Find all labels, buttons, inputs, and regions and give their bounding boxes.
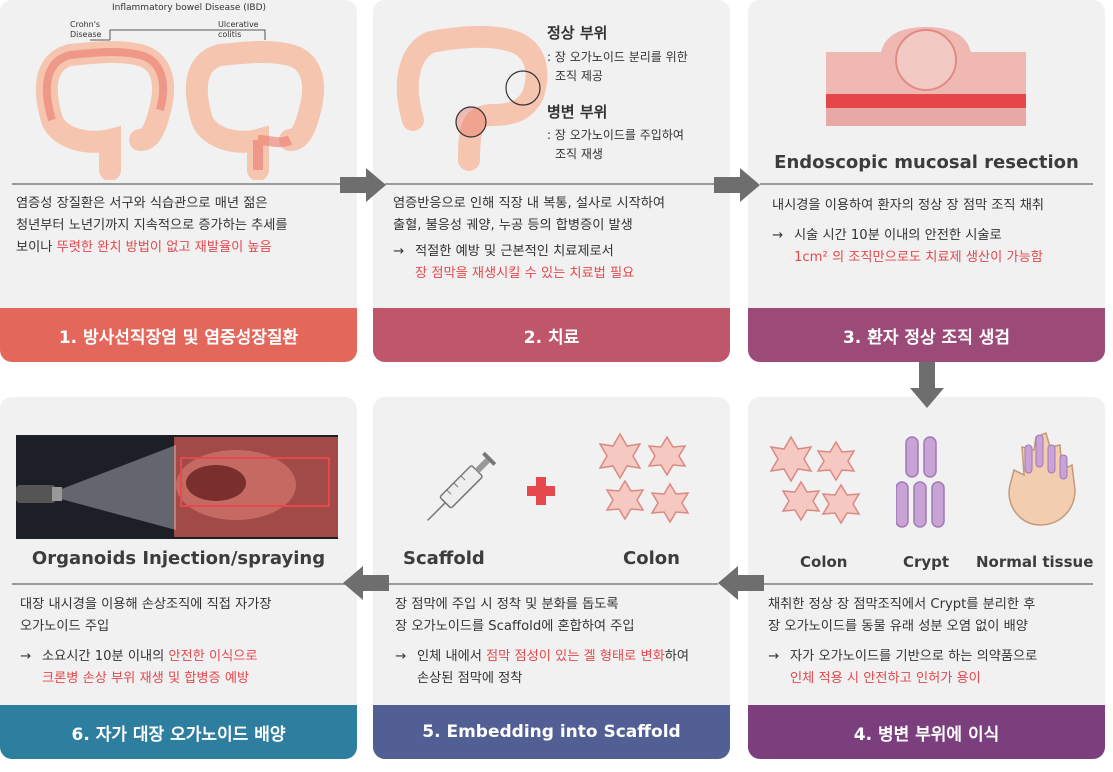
panel-step-5: Scaffold Colon 장 점막에 주입 시 정착 및 분화를 돕도록 장… [373, 397, 730, 759]
panel-step-2: 정상 부위 : 장 오가노이드 분리를 위한 조직 제공 병변 부위 : 장 오… [373, 0, 730, 362]
label-colon: Colon [623, 548, 680, 569]
description: 대장 내시경을 이용해 손상조직에 직접 자가장 오가노이드 주입 → 소요시간… [20, 594, 350, 690]
desc-line: 보이나 뚜렷한 완치 방법이 없고 재발율이 높음 [16, 240, 272, 255]
crohns-label: Crohn's Disease [70, 20, 102, 39]
divider [12, 583, 345, 585]
description: 채취한 정상 장 점막조직에서 Crypt를 분리한 후 장 오가노이드를 동물… [768, 594, 1098, 690]
arrow-down-icon [910, 362, 944, 408]
arrow-icon: → [20, 649, 32, 664]
step-footer: 1. 방사선직장염 및 염증성장질환 [0, 308, 357, 362]
arrow-icon: → [768, 649, 780, 664]
arrow-note: → 소요시간 10분 이내의 안전한 이식으로 크론병 손상 부위 재생 및 합… [20, 646, 350, 690]
arrow-right-icon [714, 168, 760, 202]
divider [760, 183, 1093, 185]
description: 염증성 장질환은 서구와 식습관으로 매년 젊은 청년부터 노년기까지 지속적으… [16, 193, 346, 259]
label-normal-tissue: Normal tissue [976, 553, 1094, 571]
divider [12, 183, 345, 185]
divider [385, 183, 718, 185]
description: 내시경을 이용하여 환자의 정상 장 점막 조직 채취 → 시술 시간 10분 … [772, 195, 1102, 269]
step-caption: Organoids Injection/spraying [31, 548, 326, 569]
desc-line: 청년부터 노년기까지 지속적으로 증가하는 추세를 [16, 218, 288, 233]
organoid-cluster-icon [769, 435, 861, 525]
endoscope-spray-image [16, 435, 338, 539]
colon-highlight-illustration [396, 25, 548, 171]
organoid-cluster-icon [598, 432, 690, 524]
panel-step-1: Inflammatory bowel Disease (IBD) Crohn's… [0, 0, 357, 362]
colon-illustration [35, 29, 325, 180]
normal-tissue-icon [1008, 431, 1076, 526]
arrow-icon: → [395, 649, 407, 664]
uc-label: Ulcerative colitis [218, 20, 259, 39]
arrow-icon: → [393, 244, 405, 259]
step-footer: 6. 자가 대장 오가노이드 배양 [0, 705, 357, 759]
mucosa-illustration [826, 27, 1026, 126]
syringe-icon [427, 451, 497, 521]
normal-title: 정상 부위 [547, 24, 608, 42]
arrow-note: → 인체 내에서 점막 점성이 있는 겔 형태로 변화하여 손상된 점막에 정착 [395, 646, 725, 690]
desc-line: 염증성 장질환은 서구와 식습관으로 매년 젊은 [16, 196, 268, 211]
normal-desc: : 장 오가노이드 분리를 위한 조직 제공 [547, 50, 688, 83]
label-colon: Colon [800, 553, 848, 571]
arrow-left-icon [343, 566, 389, 600]
label-scaffold: Scaffold [403, 548, 485, 569]
step-footer: 2. 치료 [373, 308, 730, 362]
arrow-icon: → [772, 228, 784, 243]
panel-step-4: Colon Crypt Normal tissue 채취한 정상 장 점막조직에… [748, 397, 1105, 759]
arrow-left-icon [718, 566, 764, 600]
panel-step-6: Organoids Injection/spraying 대장 내시경을 이용해… [0, 397, 357, 759]
ibd-title: Inflammatory bowel Disease (IBD) [112, 3, 267, 13]
arrow-note: → 자가 오가노이드를 기반으로 하는 의약품으로 인체 적용 시 안전하고 인… [768, 646, 1098, 690]
plus-icon [527, 477, 555, 505]
arrow-right-icon [340, 168, 386, 202]
step-footer: 5. Embedding into Scaffold [373, 705, 730, 759]
lesion-title: 병변 부위 [547, 103, 608, 121]
arrow-note: → 적절한 예방 및 근본적인 치료제로서 장 점막을 재생시킬 수 있는 치료… [393, 241, 723, 285]
divider [760, 583, 1093, 585]
description: 장 점막에 주입 시 정착 및 분화를 돕도록 장 오가노이드를 Scaffol… [395, 594, 725, 690]
label-crypt: Crypt [903, 553, 950, 571]
divider [385, 583, 718, 585]
description: 염증반응으로 인해 직장 내 복통, 설사로 시작하여 출혈, 불응성 궤양, … [393, 193, 723, 285]
panel-step-3: Endoscopic mucosal resection 내시경을 이용하여 환… [748, 0, 1105, 362]
lesion-desc: : 장 오가노이드를 주입하여 조직 재생 [547, 128, 684, 161]
step-footer: 3. 환자 정상 조직 생검 [748, 308, 1105, 362]
step-caption: Endoscopic mucosal resection [774, 152, 1079, 173]
crypt-icon [896, 436, 945, 528]
step-footer: 4. 병변 부위에 이식 [748, 705, 1105, 759]
arrow-note: → 시술 시간 10분 이내의 안전한 시술로 1cm² 의 조직만으로도 치료… [772, 225, 1102, 269]
